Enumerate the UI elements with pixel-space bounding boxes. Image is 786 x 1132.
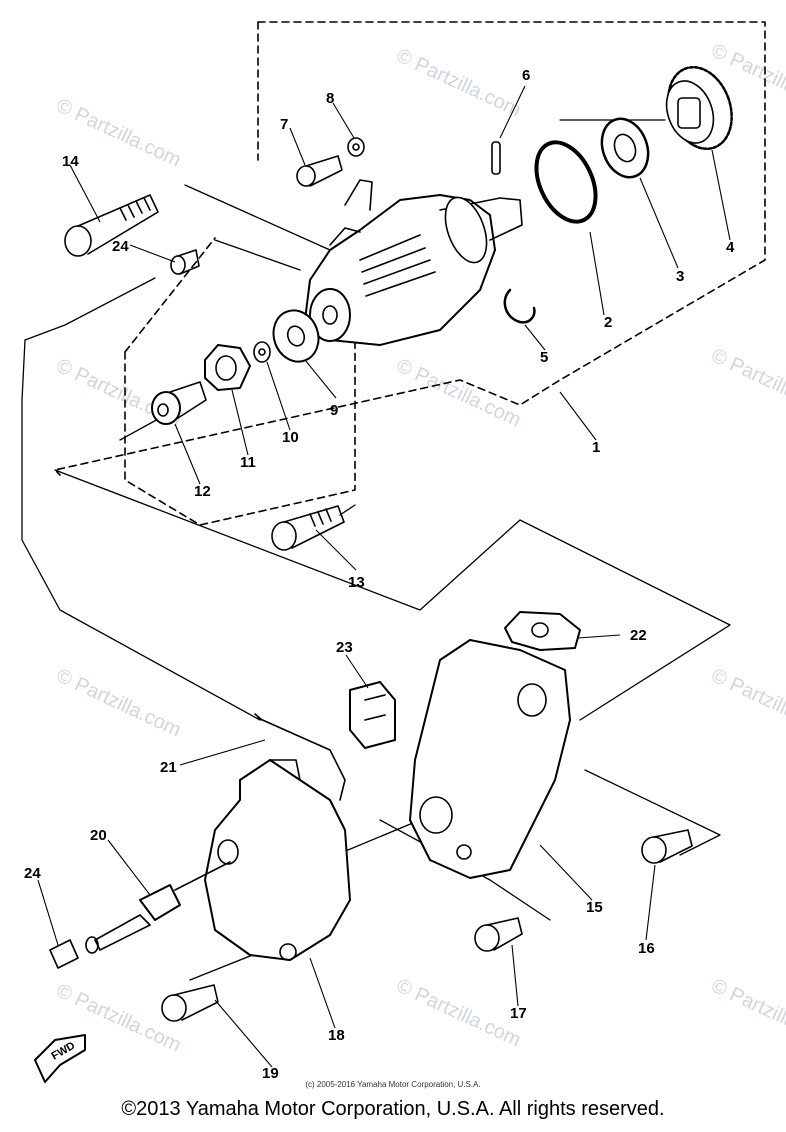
o-ring-2 <box>534 140 598 224</box>
watermark: © Partzilla.com <box>393 975 524 1052</box>
callout-15: 15 <box>586 899 603 916</box>
bolt-19 <box>161 984 219 1022</box>
bolt-13 <box>271 505 345 551</box>
callout-18: 18 <box>328 1027 345 1044</box>
callout-leaders <box>37 85 731 1068</box>
callout-1: 1 <box>592 439 600 456</box>
sleeve-24-top <box>170 249 200 275</box>
assembly-boundary <box>54 21 766 476</box>
washer-8 <box>347 137 365 157</box>
screw-16 <box>641 829 693 864</box>
bolt-7 <box>296 155 343 187</box>
circlip-5 <box>503 288 536 324</box>
callout-3: 3 <box>676 268 684 285</box>
cable-21 <box>254 713 346 801</box>
callout-4: 4 <box>726 239 735 256</box>
fwd-arrow-icon <box>34 1034 86 1083</box>
watermark: © Partzilla.com <box>393 355 524 432</box>
callout-12: 12 <box>194 483 211 500</box>
footer-copyright: ©2013 Yamaha Motor Corporation, U.S.A. A… <box>121 1098 665 1120</box>
callout-13: 13 <box>348 574 365 591</box>
callout-10: 10 <box>282 429 299 446</box>
callout-19: 19 <box>262 1065 279 1082</box>
callout-21: 21 <box>160 759 177 776</box>
callout-23: 23 <box>336 639 353 656</box>
callout-24-top: 24 <box>112 238 129 255</box>
watermark: © Partzilla.com <box>708 975 786 1052</box>
watermark: © Partzilla.com <box>708 345 786 422</box>
callout-20: 20 <box>90 827 107 844</box>
pin-6 <box>491 141 501 175</box>
callout-2: 2 <box>604 314 612 331</box>
cover-18 <box>204 759 351 961</box>
watermark: © Partzilla.com <box>393 45 524 122</box>
callout-14: 14 <box>62 153 79 170</box>
callout-11: 11 <box>240 454 256 471</box>
callout-6: 6 <box>522 67 530 84</box>
bracket-15 <box>409 639 571 879</box>
screw-17 <box>474 917 523 952</box>
callout-22: 22 <box>630 627 647 644</box>
clip-23 <box>349 681 396 749</box>
cable-fitting-20 <box>85 861 231 954</box>
callout-16: 16 <box>638 940 655 957</box>
callout-24-bottom: 24 <box>24 865 41 882</box>
callout-8: 8 <box>326 90 334 107</box>
watermark: © Partzilla.com <box>53 665 184 742</box>
callout-7: 7 <box>280 116 288 133</box>
gear-4 <box>665 65 733 151</box>
nut-11 <box>204 344 251 391</box>
plug-bolt-12 <box>151 381 207 425</box>
callout-9: 9 <box>330 402 338 419</box>
callout-5: 5 <box>540 349 548 366</box>
sleeve-24-bottom <box>49 939 79 969</box>
pump-assembly-1 <box>304 179 523 346</box>
watermark: © Partzilla.com <box>708 665 786 742</box>
washer-10 <box>253 341 271 363</box>
small-copyright: (c) 2005-2016 Yamaha Motor Corporation, … <box>305 1080 481 1089</box>
gasket-22 <box>504 611 581 651</box>
bearing-3 <box>600 117 650 179</box>
bolt-14 <box>64 194 159 257</box>
callout-17: 17 <box>510 1005 527 1022</box>
